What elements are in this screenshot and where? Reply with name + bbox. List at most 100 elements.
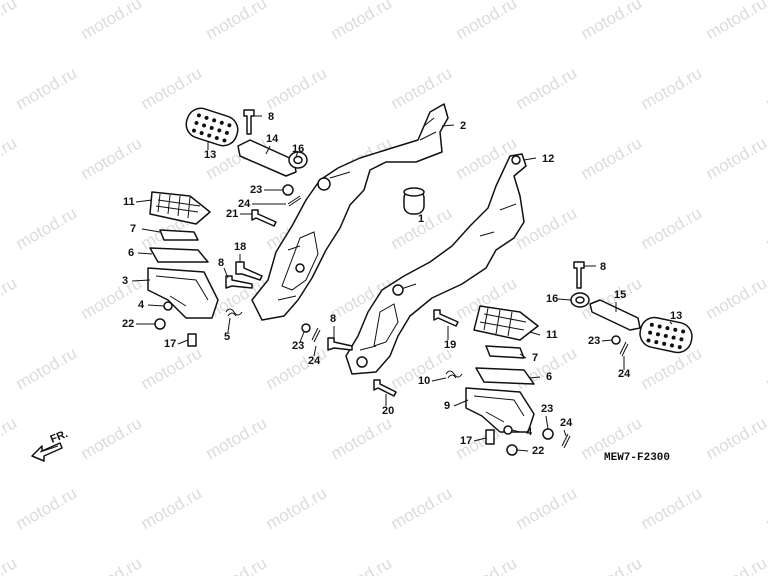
left-bolt-17 <box>187 333 197 347</box>
right-pin-24-lower <box>561 433 571 449</box>
watermark-text: motod.ru <box>13 63 81 113</box>
right-holder-mount-hole <box>511 155 521 165</box>
callout-c10: 10 <box>418 375 430 387</box>
leader-line-c2 <box>441 124 455 127</box>
callout-c21: 21 <box>226 208 238 220</box>
leader-line-c23d <box>601 339 613 342</box>
callout-c24b: 24 <box>308 355 321 367</box>
callout-c4a: 4 <box>138 299 145 311</box>
leader-line-c22b <box>516 449 529 452</box>
watermark-text: motod.ru <box>453 0 521 43</box>
right-bolt-17 <box>485 429 495 445</box>
watermark-text: motod.ru <box>638 63 706 113</box>
left-plate-7 <box>159 229 199 241</box>
left-washer-23 <box>282 184 294 196</box>
right-step-holder <box>345 153 527 375</box>
callout-c1: 1 <box>418 213 424 225</box>
front-direction-arrow <box>31 442 63 462</box>
left-step-holder-detail <box>277 117 437 301</box>
left-plate-6 <box>149 247 209 263</box>
callout-c24c: 24 <box>560 417 573 429</box>
watermark-text: motod.ru <box>138 63 206 113</box>
watermark-text: motod.ru <box>138 343 206 393</box>
callout-c8a: 8 <box>268 111 274 123</box>
watermark-text: motod.ru <box>703 273 768 323</box>
leader-line-c10 <box>431 377 447 382</box>
leader-line-c17b <box>473 437 487 442</box>
right-pin-24 <box>619 341 629 357</box>
watermark-text: motod.ru <box>328 0 396 43</box>
left-footpeg-rubber <box>149 191 211 225</box>
leader-line-c9 <box>453 399 469 407</box>
right-footpeg-bar <box>465 387 535 433</box>
watermark-text: motod.ru <box>513 63 581 113</box>
right-pillion-peg-pattern <box>646 322 686 350</box>
leader-line-c16a <box>295 151 299 157</box>
watermark-text: motod.ru <box>138 483 206 533</box>
right-holder-pivot <box>392 284 404 296</box>
front-marker-label: FR. <box>49 428 70 446</box>
callout-c16a: 16 <box>292 143 304 155</box>
leader-line-c17a <box>177 339 189 345</box>
leader-line-c14 <box>265 145 271 155</box>
watermark-text: motod.ru <box>328 413 396 463</box>
callout-c23b: 23 <box>292 340 304 352</box>
watermark-text: motod.ru <box>638 483 706 533</box>
right-pillion-peg <box>589 299 641 331</box>
watermark-text: motod.ru <box>703 553 768 576</box>
leader-lines <box>131 115 673 452</box>
watermark-text: motod.ru <box>0 553 20 576</box>
callout-c6a: 6 <box>128 247 134 259</box>
leader-line-c23b <box>299 331 305 343</box>
watermark-text: motod.ru <box>763 343 768 393</box>
watermark-text: motod.ru <box>763 63 768 113</box>
callout-c17b: 17 <box>460 435 472 447</box>
leader-line-c4b <box>511 429 521 433</box>
right-washer-16-hole <box>575 296 585 304</box>
watermark-text: motod.ru <box>513 483 581 533</box>
watermark-text: motod.ru <box>0 413 20 463</box>
callout-c19: 19 <box>444 339 456 351</box>
watermark-text: motod.ru <box>0 273 20 323</box>
watermark-text: motod.ru <box>703 133 768 183</box>
watermark-text: motod.ru <box>203 413 271 463</box>
watermark-text: motod.ru <box>203 0 271 43</box>
callout-c9: 9 <box>444 400 450 412</box>
leader-line-c12 <box>523 157 537 161</box>
left-pin-24-lower <box>311 327 321 343</box>
callout-c16b: 16 <box>546 293 558 305</box>
right-plate-7 <box>485 345 525 359</box>
right-step-holder-detail <box>359 203 517 351</box>
right-holder-lower-hole <box>356 356 368 368</box>
left-pin-24 <box>287 195 302 207</box>
bolt-20 <box>373 379 397 397</box>
leader-line-c11a <box>135 199 153 203</box>
watermark-text: motod.ru <box>328 553 396 576</box>
left-holder-pivot <box>295 263 305 273</box>
watermark-text: motod.ru <box>0 133 20 183</box>
bolt-19 <box>433 309 459 327</box>
bolt-8-top-left <box>243 109 255 135</box>
right-nut-22 <box>506 444 518 456</box>
left-pillion-peg <box>237 139 297 177</box>
leader-line-c13b <box>669 321 673 325</box>
left-pillion-peg-pattern <box>192 113 232 143</box>
callout-c7b: 7 <box>532 352 538 364</box>
right-footpeg-bar-detail <box>473 395 525 423</box>
callout-c8d: 8 <box>600 261 606 273</box>
watermark-text: motod.ru <box>763 483 768 533</box>
callout-c3: 3 <box>122 275 128 287</box>
watermark-text: motod.ru <box>453 553 521 576</box>
left-washer-23-lower <box>301 323 311 333</box>
right-washer-23 <box>611 335 621 345</box>
left-footpeg-rubber-ribs <box>155 193 201 219</box>
callout-c24d: 24 <box>618 368 631 380</box>
leader-line-c7a <box>141 228 161 233</box>
watermark-text: motod.ru <box>388 483 456 533</box>
callout-c24a: 24 <box>238 198 251 210</box>
callout-c5: 5 <box>224 331 230 343</box>
watermark-text: motod.ru <box>703 0 768 43</box>
callout-c14: 14 <box>266 133 279 145</box>
watermark-text: motod.ru <box>578 133 646 183</box>
callout-c7a: 7 <box>130 223 136 235</box>
